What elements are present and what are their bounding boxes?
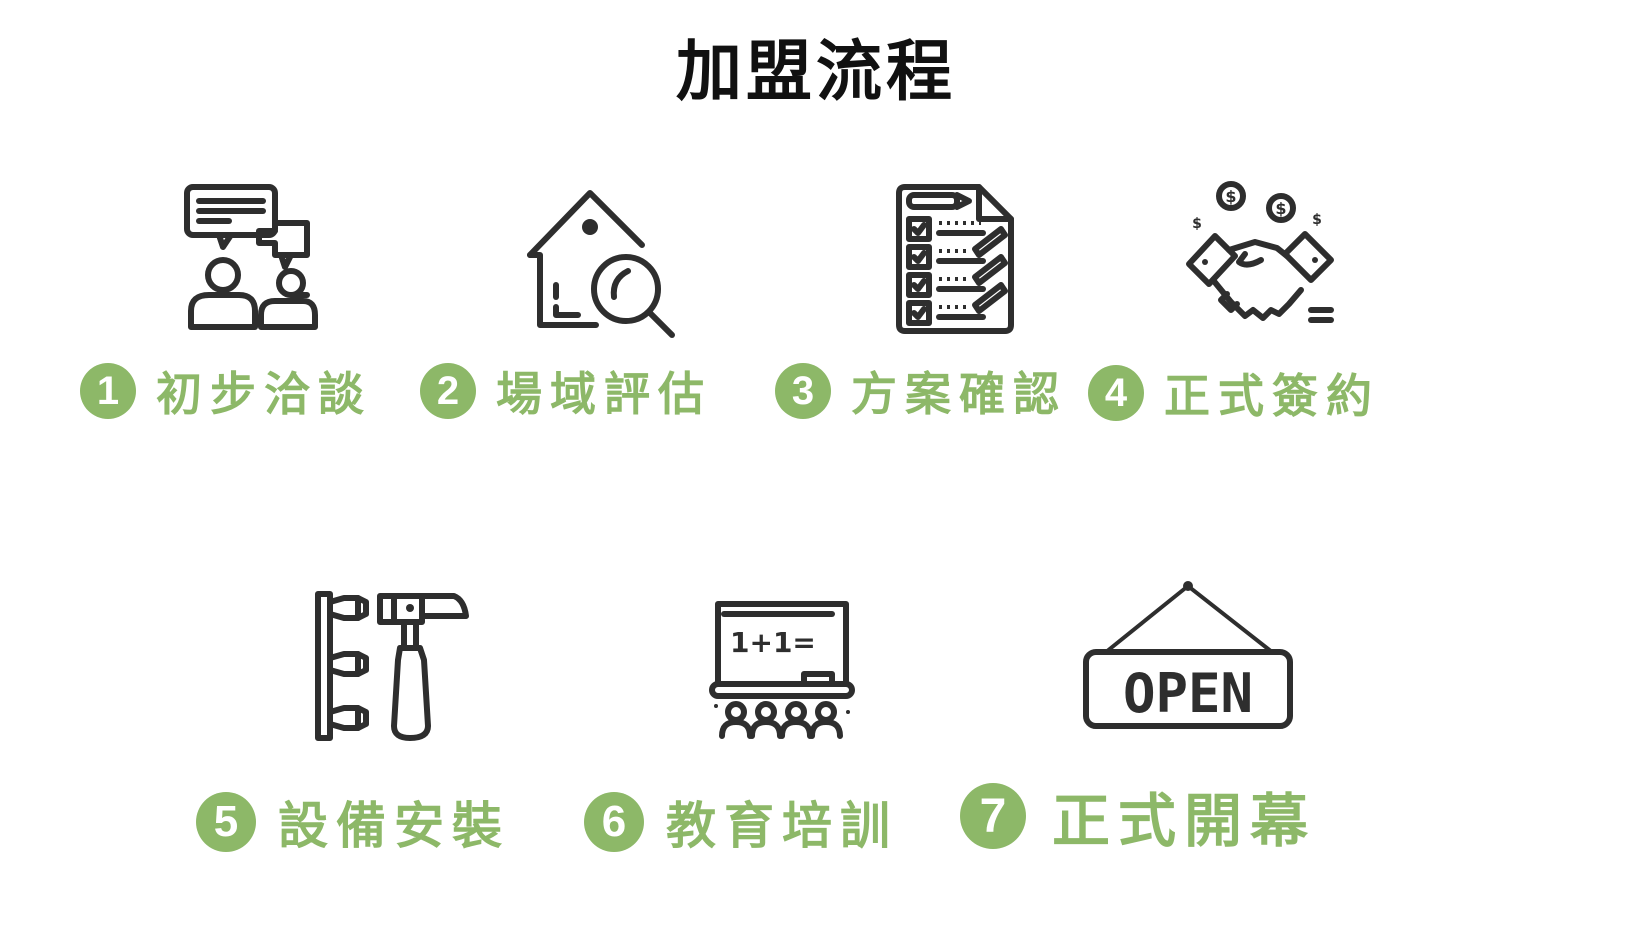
checklist-icon: [895, 183, 1015, 335]
step-number-badge: 6: [584, 792, 644, 852]
open-sign-icon: OPEN: [1082, 580, 1294, 730]
step-title: 初步洽談: [156, 367, 372, 421]
classroom-icon: 1+1=: [708, 600, 856, 742]
step-3-label: 3 方案確認: [775, 358, 1067, 424]
svg-text:$: $: [1275, 199, 1286, 218]
house-search-icon: [522, 185, 682, 343]
svg-text:$: $: [1192, 216, 1202, 232]
step-title: 正式開幕: [1052, 787, 1317, 855]
handshake-money-icon: $ $ $ $: [1185, 180, 1337, 330]
step-number-badge: 5: [196, 792, 256, 852]
step-title: 方案確認: [851, 367, 1067, 421]
step-number-badge: 2: [420, 363, 476, 419]
step-4-label: 4 正式簽約: [1088, 360, 1380, 426]
step-title: 場域評估: [496, 367, 712, 421]
step-1-label: 1 初步洽談: [80, 358, 372, 424]
step-number-badge: 4: [1088, 365, 1144, 421]
step-2-label: 2 場域評估: [420, 358, 712, 424]
svg-text:$: $: [1312, 212, 1322, 228]
step-5-label: 5 設備安裝: [196, 786, 510, 858]
step-title: 正式簽約: [1164, 369, 1380, 423]
step-6-label: 6 教育培訓: [584, 786, 898, 858]
sign-text: OPEN: [1123, 662, 1253, 725]
board-text: 1+1=: [730, 626, 816, 659]
page-title: 加盟流程: [676, 32, 956, 110]
step-title: 教育培訓: [666, 797, 898, 855]
step-title: 設備安裝: [278, 797, 510, 855]
step-number-badge: 3: [775, 363, 831, 419]
hammer-wall-icon: [314, 590, 472, 742]
step-7-label: 7 正式開幕: [960, 774, 1316, 858]
svg-text:$: $: [1225, 187, 1236, 206]
conversation-icon: [183, 183, 318, 331]
step-number-badge: 7: [960, 783, 1026, 849]
step-number-badge: 1: [80, 363, 136, 419]
